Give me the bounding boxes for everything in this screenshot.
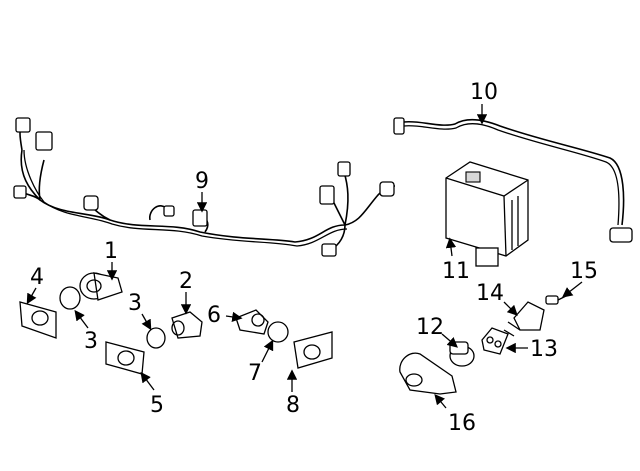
callout-1: 1	[104, 239, 118, 264]
sensor-cable	[393, 117, 633, 243]
callout-16: 16	[448, 411, 476, 436]
callout-14: 14	[476, 281, 504, 306]
callout-4: 4	[30, 265, 44, 290]
callout-5: 5	[150, 393, 164, 418]
callout-15: 15	[570, 259, 598, 284]
part-1-sensor	[79, 272, 123, 301]
part-4-bracket	[19, 301, 57, 339]
part-16	[399, 352, 457, 395]
part-7-ring	[267, 321, 289, 343]
part-5-bracket	[105, 341, 145, 375]
callout-10: 10	[470, 80, 498, 105]
callout-6: 6	[207, 303, 221, 328]
part-13	[481, 327, 509, 355]
part-2-sensor	[171, 311, 203, 339]
callout-3b: 3	[84, 329, 98, 354]
part-6-sensor	[235, 309, 269, 335]
part-15	[545, 295, 567, 305]
callout-13: 13	[530, 337, 558, 362]
callout-8: 8	[286, 393, 300, 418]
callout-2: 2	[179, 269, 193, 294]
control-module	[445, 161, 529, 267]
part-8-bracket	[293, 331, 333, 369]
callout-3a: 3	[128, 291, 142, 316]
callout-11: 11	[442, 259, 470, 284]
wiring-harness	[13, 117, 396, 257]
callout-12: 12	[416, 315, 444, 340]
part-14	[503, 301, 545, 337]
leader-lines	[26, 104, 583, 409]
callout-9: 9	[195, 169, 209, 194]
part-12	[449, 341, 475, 367]
part-3b-ring	[146, 327, 166, 349]
part-3a-ring	[59, 286, 81, 310]
callout-7: 7	[248, 361, 262, 386]
